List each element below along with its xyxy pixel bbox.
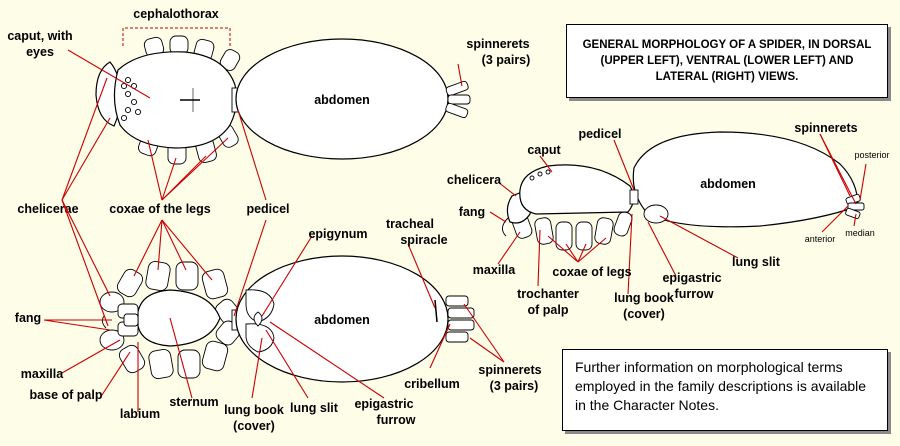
label-chelicerae: chelicerae (17, 202, 78, 216)
label-ventral-lung-book-2: (cover) (233, 419, 275, 433)
label-labium: labium (120, 407, 160, 421)
ventral-spinnerets (445, 295, 475, 343)
label-lateral-lung-book-1: lung book (614, 291, 674, 305)
label-ventral-spinnerets-2: (3 pairs) (490, 379, 539, 393)
label-lateral-lung-book-2: (cover) (623, 307, 665, 321)
info-text: Further information on morphological ter… (575, 359, 867, 413)
label-dorsal-spinnerets-2: (3 pairs) (482, 53, 531, 67)
label-median: median (845, 228, 875, 238)
label-epigynum: epigynum (308, 227, 367, 241)
label-base-of-palp: base of palp (30, 388, 103, 402)
ventral-abdomen-shape (235, 255, 449, 383)
dorsal-leg-coxae (138, 35, 241, 165)
label-lateral-caput: caput (527, 143, 561, 157)
label-anterior: anterior (805, 234, 836, 244)
label-ventral-epigastric-1: epigastric (354, 397, 413, 411)
label-lateral-chelicera: chelicera (447, 173, 502, 187)
label-lateral-fang: fang (459, 205, 485, 219)
label-ventral-maxilla: maxilla (21, 367, 64, 381)
label-tracheal-spiracle-1: tracheal (386, 217, 434, 231)
label-sternum: sternum (169, 395, 218, 409)
label-lateral-abdomen: abdomen (700, 177, 756, 191)
label-trochanter-2: of palp (528, 303, 569, 317)
lateral-spinnerets (845, 193, 865, 220)
label-lateral-epigastric-1: epigastric (662, 271, 721, 285)
ventral-mouthparts (99, 291, 139, 351)
dorsal-spinnerets (445, 80, 471, 119)
label-lateral-coxae: coxae of legs (552, 265, 631, 279)
label-lateral-lung-slit: lung slit (732, 255, 781, 269)
ventral-sternum-shape (137, 289, 221, 347)
lateral-pedicel-shape (629, 189, 639, 205)
lateral-legs (511, 211, 633, 251)
label-ventral-fang: fang (15, 311, 41, 325)
figure-title: GENERAL MORPHOLOGY OF A SPIDER, IN DORSA… (582, 39, 872, 83)
label-dorsal-abdomen: abdomen (314, 93, 370, 107)
lateral-leaders (489, 133, 867, 295)
label-caput-eyes-2: eyes (26, 45, 54, 59)
label-lateral-pedicel: pedicel (578, 127, 621, 141)
label-ventral-lung-book-1: lung book (224, 403, 284, 417)
label-lateral-epigastric-2: furrow (675, 287, 714, 301)
label-cephalothorax: cephalothorax (133, 7, 218, 21)
lateral-lung-book (643, 204, 669, 224)
label-ventral-lung-slit: lung slit (290, 401, 339, 415)
dorsal-cephalothorax-shape (113, 51, 238, 149)
figure-title-box: GENERAL MORPHOLOGY OF A SPIDER, IN DORSA… (566, 24, 888, 98)
ventral-leaders (43, 199, 505, 412)
label-dorsal-pedicel: pedicel (246, 202, 289, 216)
label-coxae-of-the-legs: coxae of the legs (109, 202, 210, 216)
label-trochanter-1: trochanter (517, 287, 579, 301)
label-dorsal-spinnerets-1: spinnerets (466, 37, 529, 51)
label-cribellum: cribellum (404, 377, 460, 391)
label-ventral-spinnerets-1: spinnerets (478, 363, 541, 377)
info-box: Further information on morphological ter… (562, 349, 888, 431)
dorsal-leaders (61, 49, 463, 201)
lateral-cephalothorax (519, 164, 635, 215)
label-ventral-abdomen: abdomen (314, 313, 370, 327)
label-lateral-maxilla: maxilla (473, 263, 516, 277)
lateral-view: caput pedicel spinnerets posterior cheli… (447, 121, 890, 321)
label-caput-eyes-1: caput, with (7, 29, 72, 43)
label-lateral-spinnerets: spinnerets (794, 121, 857, 135)
ventral-view: epigynum tracheal spiracle abdomen fang … (15, 199, 542, 433)
dorsal-view: cephalothorax caput, with eyes abdomen s… (7, 7, 530, 216)
label-ventral-epigastric-2: furrow (377, 413, 416, 427)
label-posterior: posterior (854, 150, 889, 160)
cephalothorax-bracket (122, 27, 231, 46)
ventral-tracheal-spiracle (434, 299, 438, 323)
label-tracheal-spiracle-2: spiracle (400, 233, 447, 247)
